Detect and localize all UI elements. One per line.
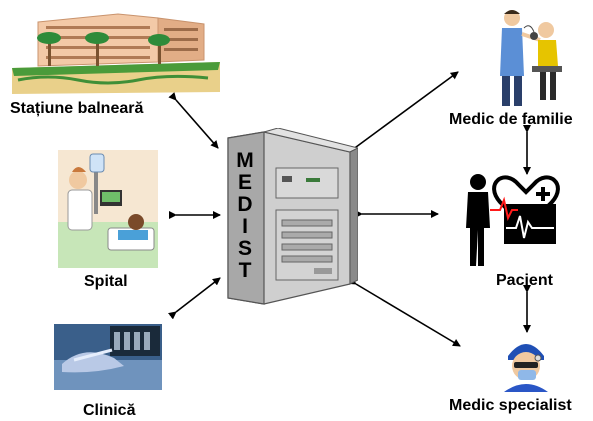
server-letter: T: [238, 259, 252, 282]
server-letter: M: [236, 149, 254, 172]
heart-monitor-icon: [490, 175, 560, 244]
palm-tree-icon: [148, 34, 170, 64]
hospital-bed-icon: [58, 150, 158, 268]
server-letter: S: [237, 237, 252, 260]
doctor-patient-icon: [500, 10, 562, 106]
medist-server-label: M E D I S T: [228, 150, 262, 282]
label-spital: Spital: [84, 273, 128, 290]
resort-building-icon: [12, 13, 220, 94]
label-statiune: Stațiune balneară: [10, 100, 144, 117]
arrow-statiune: [168, 92, 219, 149]
server-letter: D: [237, 193, 253, 216]
label-clinica: Clinică: [83, 402, 136, 419]
palm-tree-icon: [37, 32, 61, 66]
medist-server-icon: [227, 128, 358, 305]
palm-tree-icon: [85, 32, 109, 66]
label-pacient: Pacient: [496, 272, 553, 289]
person-silhouette-icon: [466, 174, 490, 266]
arrow-medic-familie: [343, 71, 459, 158]
arrow-medic-specialist: [347, 276, 461, 347]
server-letter: E: [237, 171, 252, 194]
label-medic-specialist: Medic specialist: [449, 397, 572, 414]
patient-heart-monitor-icon: [466, 174, 560, 266]
clinic-surgery-icon: [54, 324, 162, 390]
surgeon-icon: [504, 344, 548, 392]
server-letter: I: [242, 215, 248, 238]
arrow-clinica: [168, 277, 221, 320]
label-medic-familie: Medic de familie: [449, 111, 573, 128]
